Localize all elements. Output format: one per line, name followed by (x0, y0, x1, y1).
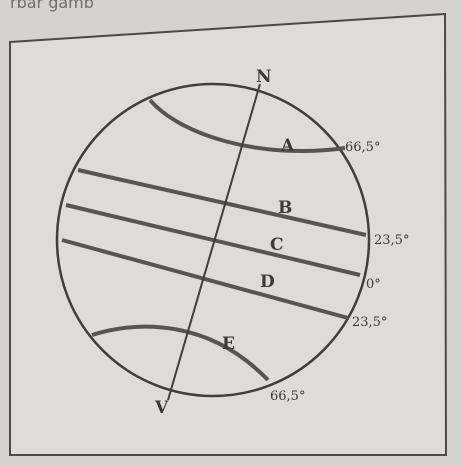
antarctic-circle-line (91, 324, 270, 382)
earth-axis (167, 83, 261, 401)
equator-line (65, 203, 361, 277)
north-pole-label: N (256, 67, 272, 87)
zone-label-c: C (270, 235, 284, 255)
zone-label-e: E (222, 334, 235, 354)
latitude-label-capricorn: 23,5° (352, 315, 387, 330)
latitude-label-antarctic: 66,5° (270, 389, 305, 404)
latitude-label-cancer: 23,5° (374, 233, 409, 248)
latitude-label-equator: 0° (366, 277, 381, 292)
zone-label-a: A (280, 136, 295, 156)
frame-box (9, 12, 448, 456)
zone-label-d: D (260, 272, 275, 292)
header-fragment: rbar gamb (10, 0, 94, 12)
latitude-label-arctic: 66,5° (345, 140, 380, 155)
tropic-of-capricorn-line (61, 238, 349, 320)
tropic-of-cancer-line (77, 168, 367, 237)
arctic-circle-line (148, 98, 346, 153)
zone-label-b: B (278, 198, 292, 218)
south-pole-label: V (154, 398, 169, 418)
globe-outline (55, 82, 371, 398)
